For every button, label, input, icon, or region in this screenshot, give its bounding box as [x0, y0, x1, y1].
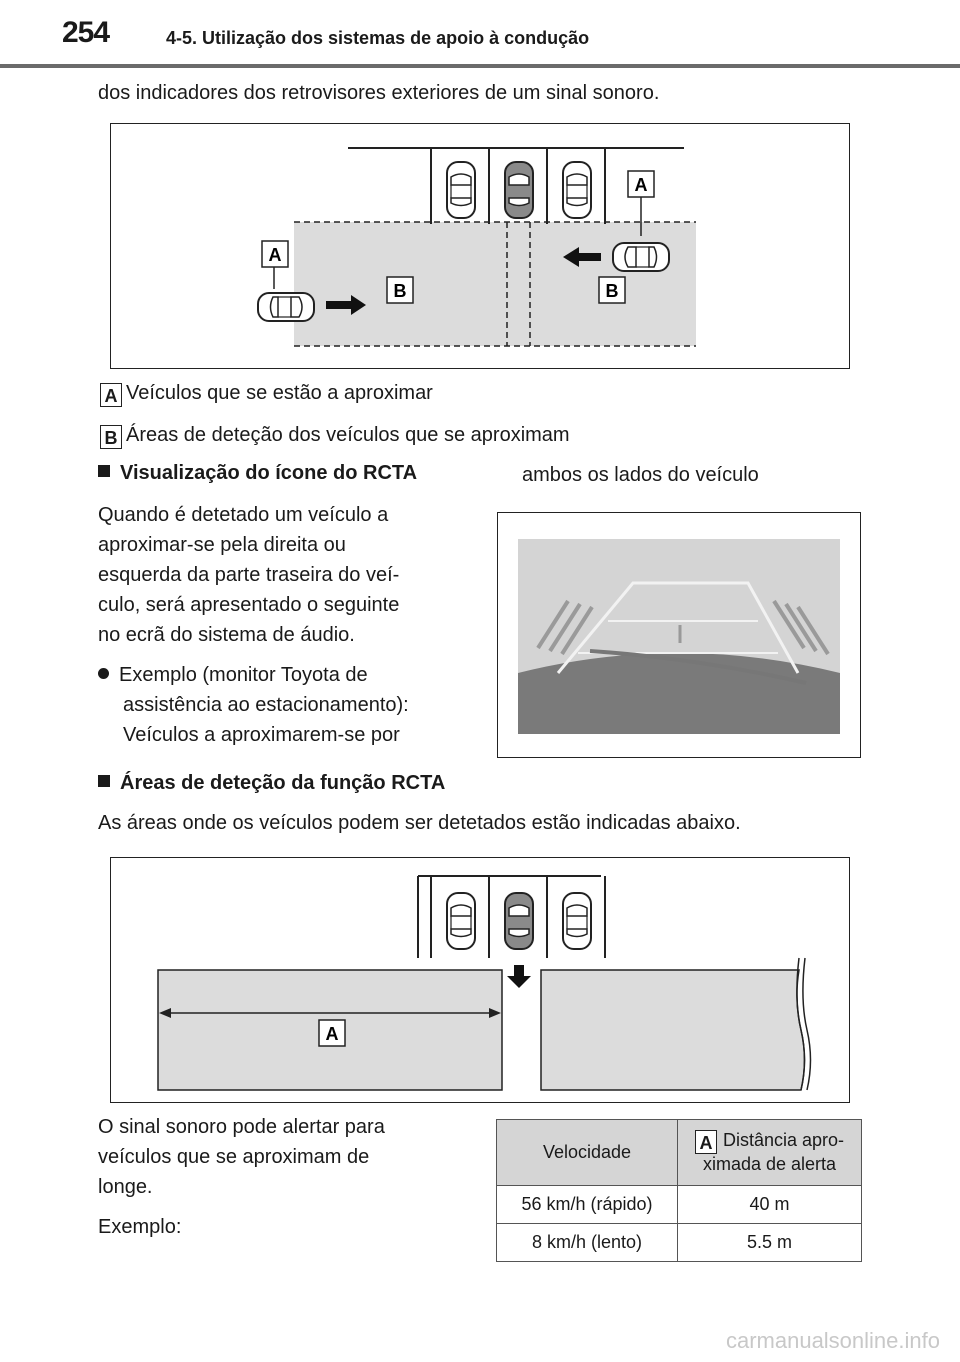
- legend-key-a: A: [100, 383, 122, 407]
- round-bullet-icon: [98, 668, 109, 679]
- legend-key-b: B: [100, 425, 122, 449]
- svg-text:A: A: [326, 1024, 339, 1044]
- svg-text:B: B: [394, 281, 407, 301]
- header-rule: [0, 64, 960, 68]
- parking-monitor-screenshot: [497, 512, 861, 758]
- figure1-label-b-left: B: [386, 276, 414, 304]
- figure2-label-a: A: [318, 1019, 346, 1047]
- parking-diagram-2: A: [157, 875, 812, 1091]
- arrow-down-icon: [507, 965, 531, 988]
- rcta-icon-heading: Visualização do ícone do RCTA: [98, 462, 417, 485]
- parking-diagram-1: A A B B: [257, 147, 696, 347]
- arrow-right-icon: [326, 295, 366, 315]
- legend-text-b: Áreas de deteção dos veículos que se apr…: [126, 424, 570, 446]
- rcta-right-warning-icon: [772, 599, 830, 656]
- square-bullet-icon: [98, 465, 110, 477]
- table-row: 56 km/h (rápido) 40 m: [496, 1185, 862, 1224]
- watermark: carmanualsonline.info: [725, 1328, 940, 1353]
- header-speed: Velocidade: [496, 1119, 678, 1186]
- detection-area-right: [540, 969, 806, 1091]
- example-label: Exemplo:: [98, 1216, 182, 1238]
- parked-car-right: [562, 161, 592, 219]
- svg-text:A: A: [269, 245, 282, 265]
- alert-paragraph: O sinal sonoro pode alertar para veículo…: [98, 1116, 385, 1198]
- monitor-screen: [518, 539, 840, 734]
- parked-car-right: [562, 892, 592, 950]
- rcta-icon-continuation: ambos os lados do veículo: [522, 464, 759, 486]
- detection-area: [294, 222, 696, 346]
- square-bullet-icon: [98, 775, 110, 787]
- header-key-a: A: [694, 1130, 717, 1154]
- legend-text-a: Veículos que se estão a aproximar: [126, 382, 433, 404]
- svg-text:B: B: [606, 281, 619, 301]
- detection-areas-text: As áreas onde os veículos podem ser dete…: [98, 812, 741, 834]
- figure1-label-b-right: B: [598, 276, 626, 304]
- figure-detection-areas: A: [110, 857, 850, 1103]
- svg-text:A: A: [635, 175, 648, 195]
- page-number: 254: [62, 16, 110, 49]
- arrow-left-icon: [563, 247, 601, 267]
- rcta-icon-bullet: Exemplo (monitor Toyota de assistência a…: [98, 660, 409, 750]
- own-vehicle: [504, 892, 534, 950]
- approaching-car-right: [612, 242, 670, 272]
- detection-areas-heading: Áreas de deteção da função RCTA: [98, 772, 445, 795]
- rcta-left-warning-icon: [536, 599, 594, 656]
- section-title: 4-5. Utilização dos sistemas de apoio à …: [166, 28, 590, 48]
- parked-car-left: [446, 161, 476, 219]
- figure1-label-a-right: A: [627, 170, 655, 198]
- parked-car-left: [446, 892, 476, 950]
- figure1-label-a-left: A: [261, 240, 289, 268]
- figure-approaching-vehicles: A A B B: [110, 123, 850, 369]
- own-vehicle: [504, 161, 534, 219]
- intro-text: dos indicadores dos retrovisores exterio…: [98, 82, 660, 104]
- table-row: 8 km/h (lento) 5.5 m: [496, 1223, 862, 1262]
- approaching-car-left: [257, 292, 315, 322]
- rcta-icon-paragraph: Quando é detetado um veículo a aproximar…: [98, 504, 400, 646]
